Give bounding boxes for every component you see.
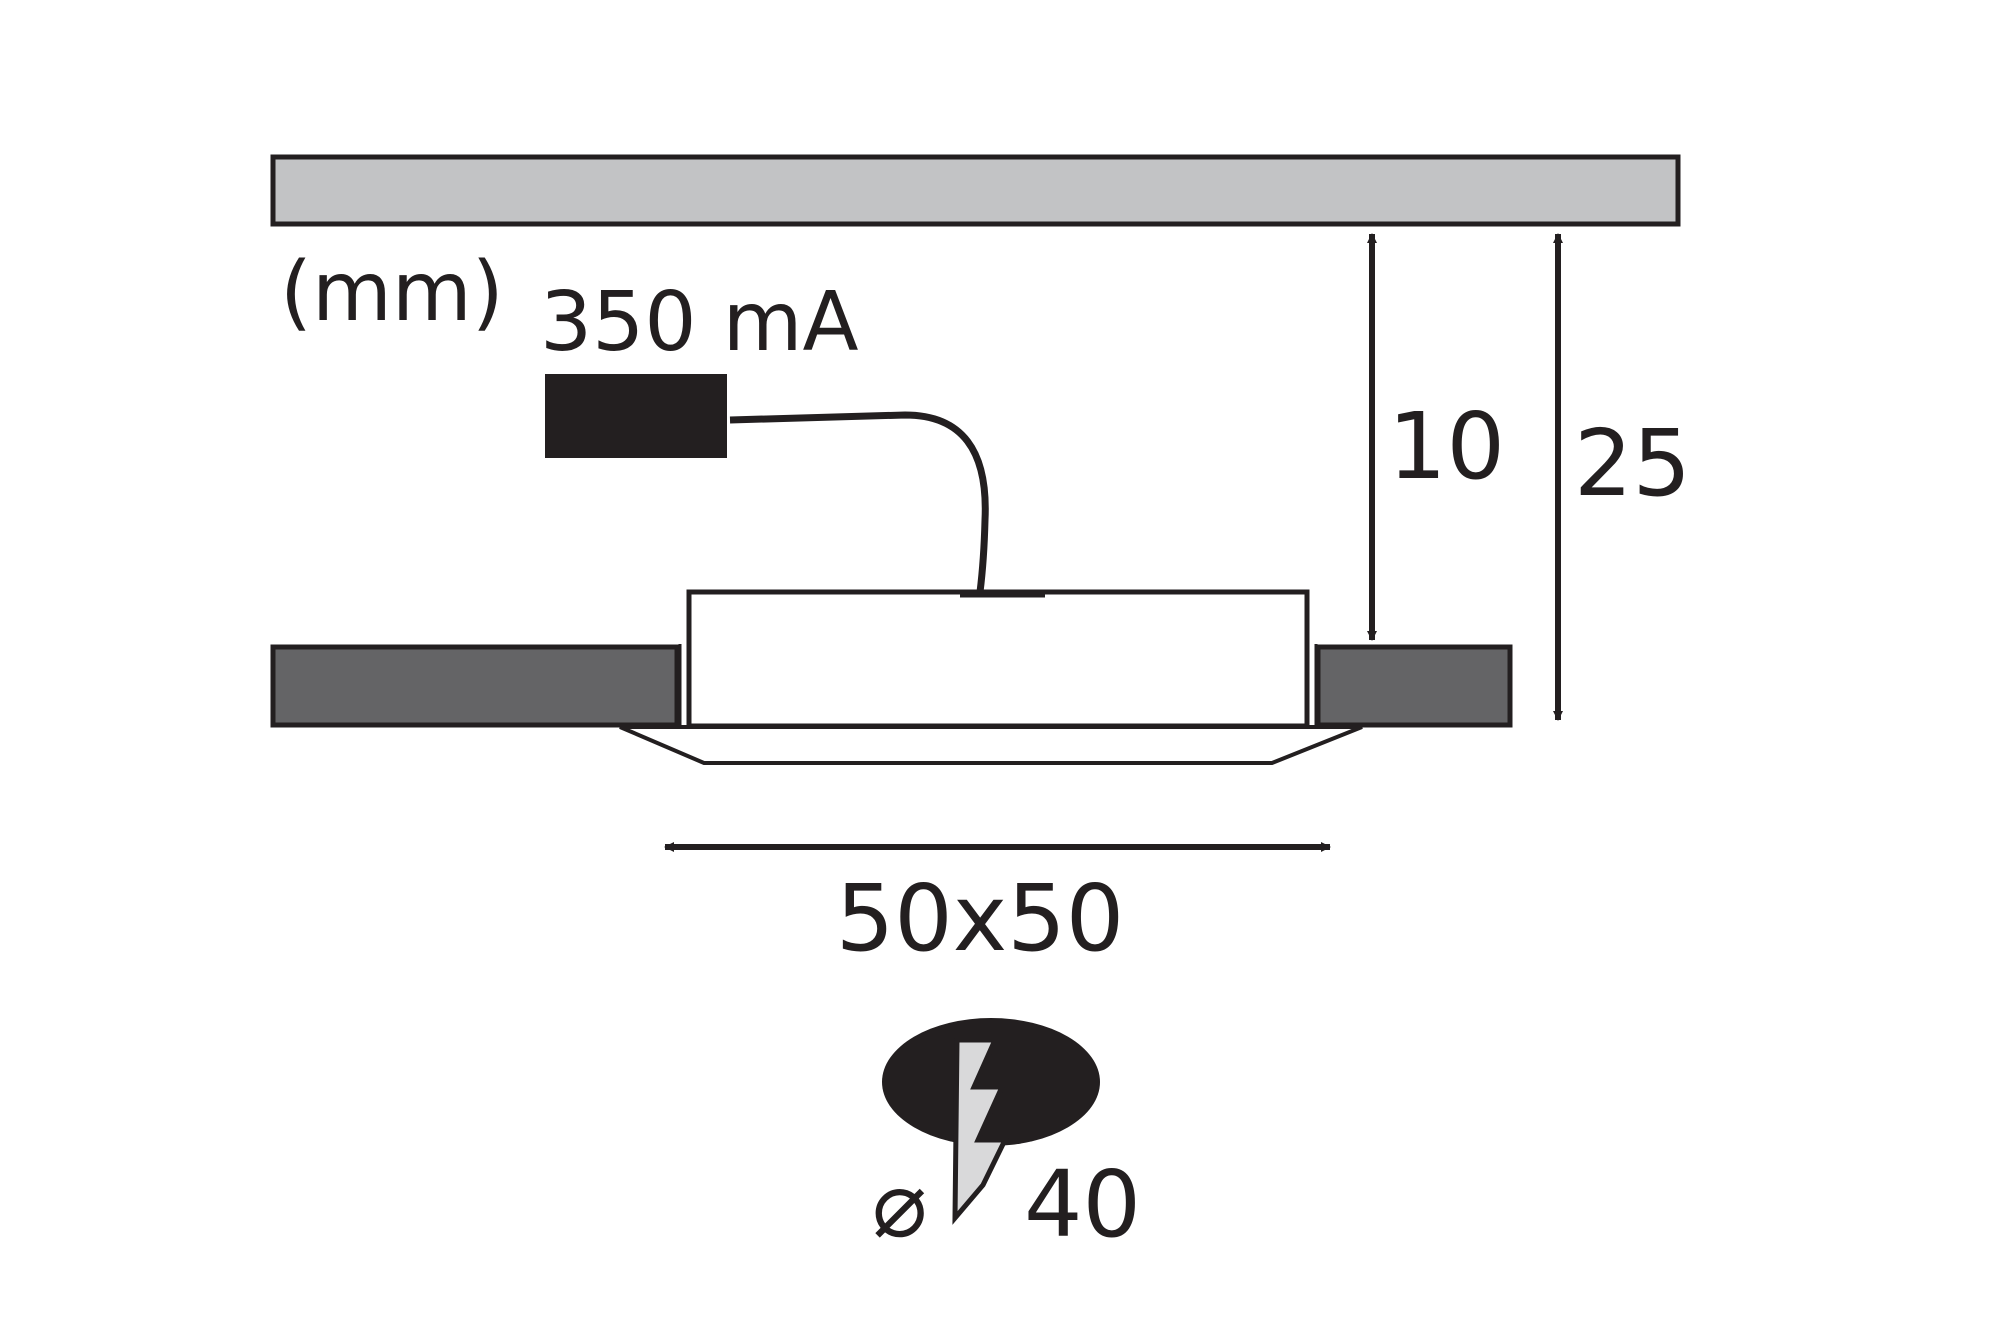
ceiling-panel-left — [270, 644, 680, 728]
ceiling-panel-right — [1315, 644, 1513, 728]
current-label: 350 mA — [540, 275, 859, 370]
unit-label: (mm) — [280, 245, 504, 340]
led-driver — [545, 374, 727, 458]
dim-label-recess: 10 — [1388, 393, 1505, 500]
luminaire-bezel — [619, 725, 1363, 765]
lightning-bolt-icon — [952, 1037, 1010, 1225]
cable — [729, 411, 989, 593]
cutout-ellipse-icon — [882, 1018, 1100, 1146]
ceiling-slab — [270, 154, 1681, 227]
luminaire-housing — [686, 589, 1310, 729]
cutout-label: 40 — [1024, 1151, 1141, 1258]
diameter-symbol: ⌀ — [872, 1151, 927, 1258]
dim-label-width: 50x50 — [836, 865, 1125, 972]
dim-label-total: 25 — [1574, 410, 1691, 517]
